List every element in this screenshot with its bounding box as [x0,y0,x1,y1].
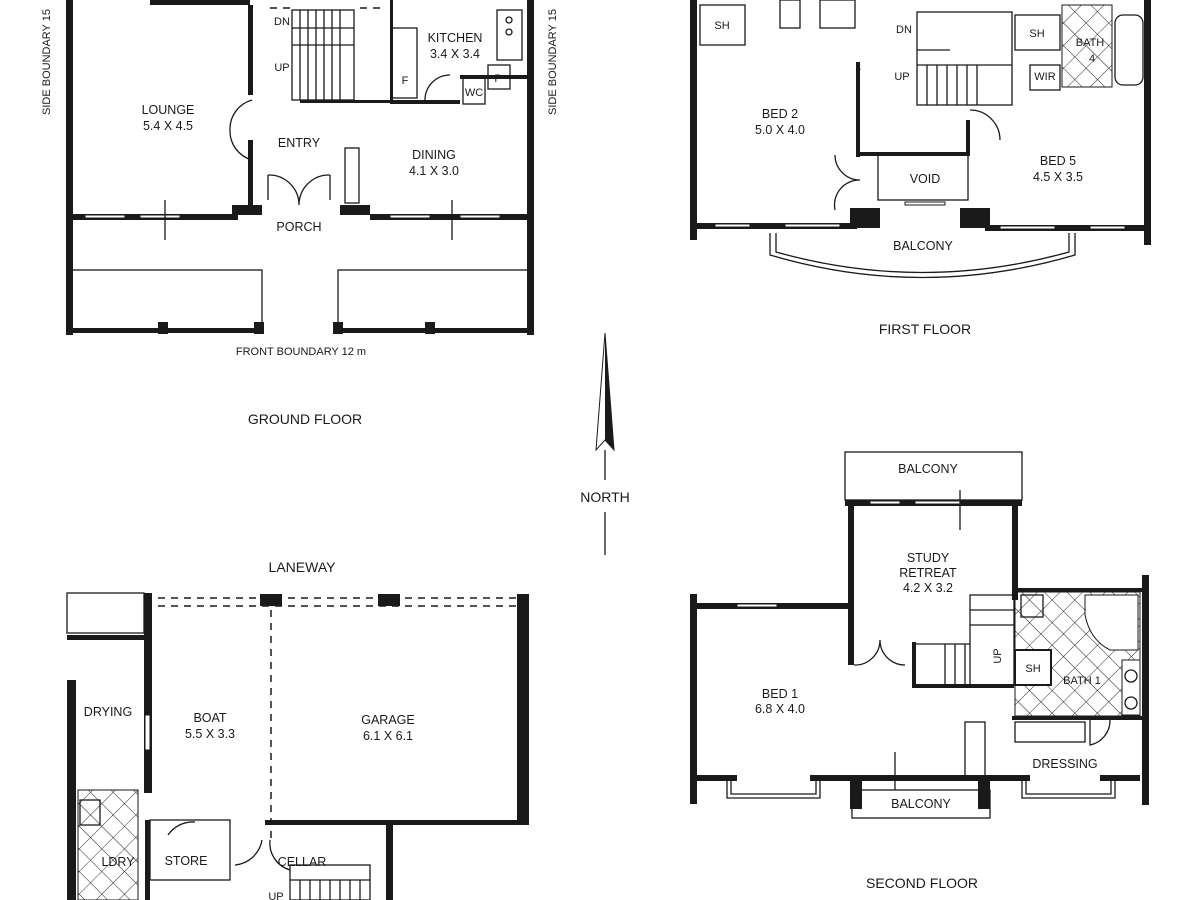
front-boundary-label: FRONT BOUNDARY 12 m [236,346,366,358]
stairs-dn-label: DN [896,24,912,36]
room-size: 4.2 X 3.2 [903,581,953,595]
room-label: BED 1 [762,687,798,701]
side-boundary-left: SIDE BOUNDARY 15 [41,9,53,115]
room-label: GARAGE [361,713,415,727]
room-label: SH [714,20,729,32]
room-label: LDRY [101,855,135,869]
second-stairs [912,594,1015,688]
room-label: VOID [910,172,941,186]
floor-title: GROUND FLOOR [248,411,362,427]
floor-title: SECOND FLOOR [866,875,978,891]
room-label: LOUNGE [142,103,195,117]
room-label: WC [465,87,483,99]
stairs-up-label: UP [992,648,1004,663]
room-label: P [494,73,501,85]
room-size: 3.4 X 3.4 [430,47,480,61]
room-label: BED 5 [1040,154,1076,168]
room-label: BALCONY [893,239,953,253]
stairs-up-label: UP [274,62,289,74]
room-label: RETREAT [899,566,957,580]
room-label: STUDY [907,551,950,565]
room-label: SH [1025,663,1040,675]
ground-floor-plan: LOUNGE 5.4 X 4.5 KITCHEN 3.4 X 3.4 DININ… [41,0,559,427]
room-size: 5.5 X 3.3 [185,727,235,741]
room-label: PORCH [276,220,321,234]
lower-floor-plan: LANEWAY DRYING BOAT 5.5 X 3.3 GARAGE 6.1… [66,559,529,900]
room-label: WIR [1034,71,1055,83]
stairs-up-label: UP [894,71,909,83]
side-boundary-right: SIDE BOUNDARY 15 [547,9,559,115]
stairs-dn-label: DN [274,16,290,28]
room-label: KITCHEN [428,31,483,45]
lower-stairs [289,864,371,900]
north-arrow: NORTH [580,332,630,555]
first-stairs [916,11,1013,106]
room-size: 6.8 X 4.0 [755,702,805,716]
first-floor-plan: BED 2 5.0 X 4.0 BED 5 4.5 X 3.5 VOID BAL… [690,0,1151,337]
room-label: BALCONY [898,462,958,476]
floor-title: FIRST FLOOR [879,321,971,337]
ground-stairs [291,9,355,101]
north-label: NORTH [580,489,630,505]
room-label: F [402,75,409,87]
laneway-label: LANEWAY [269,559,337,575]
room-label: DRYING [84,705,132,719]
room-label: DINING [412,148,456,162]
room-size: 6.1 X 6.1 [363,729,413,743]
stairs-up-label: UP [268,891,283,900]
room-label: BED 2 [762,107,798,121]
room-label: BALCONY [891,797,951,811]
room-label: ENTRY [278,136,321,150]
room-label: STORE [165,854,208,868]
room-size: 4.1 X 3.0 [409,164,459,178]
room-label: BOAT [193,711,226,725]
room-size: 4 [1089,53,1095,65]
room-label: DRESSING [1032,757,1097,771]
room-size: 4.5 X 3.5 [1033,170,1083,184]
room-size: 5.4 X 4.5 [143,119,193,133]
room-label: CELLAR [278,855,327,869]
room-label: BATH [1076,37,1105,49]
room-label: BATH 1 [1063,675,1101,687]
room-label: SH [1029,28,1044,40]
room-size: 5.0 X 4.0 [755,123,805,137]
second-floor-plan: BALCONY STUDY RETREAT 4.2 X 3.2 BED 1 6.… [690,451,1149,891]
